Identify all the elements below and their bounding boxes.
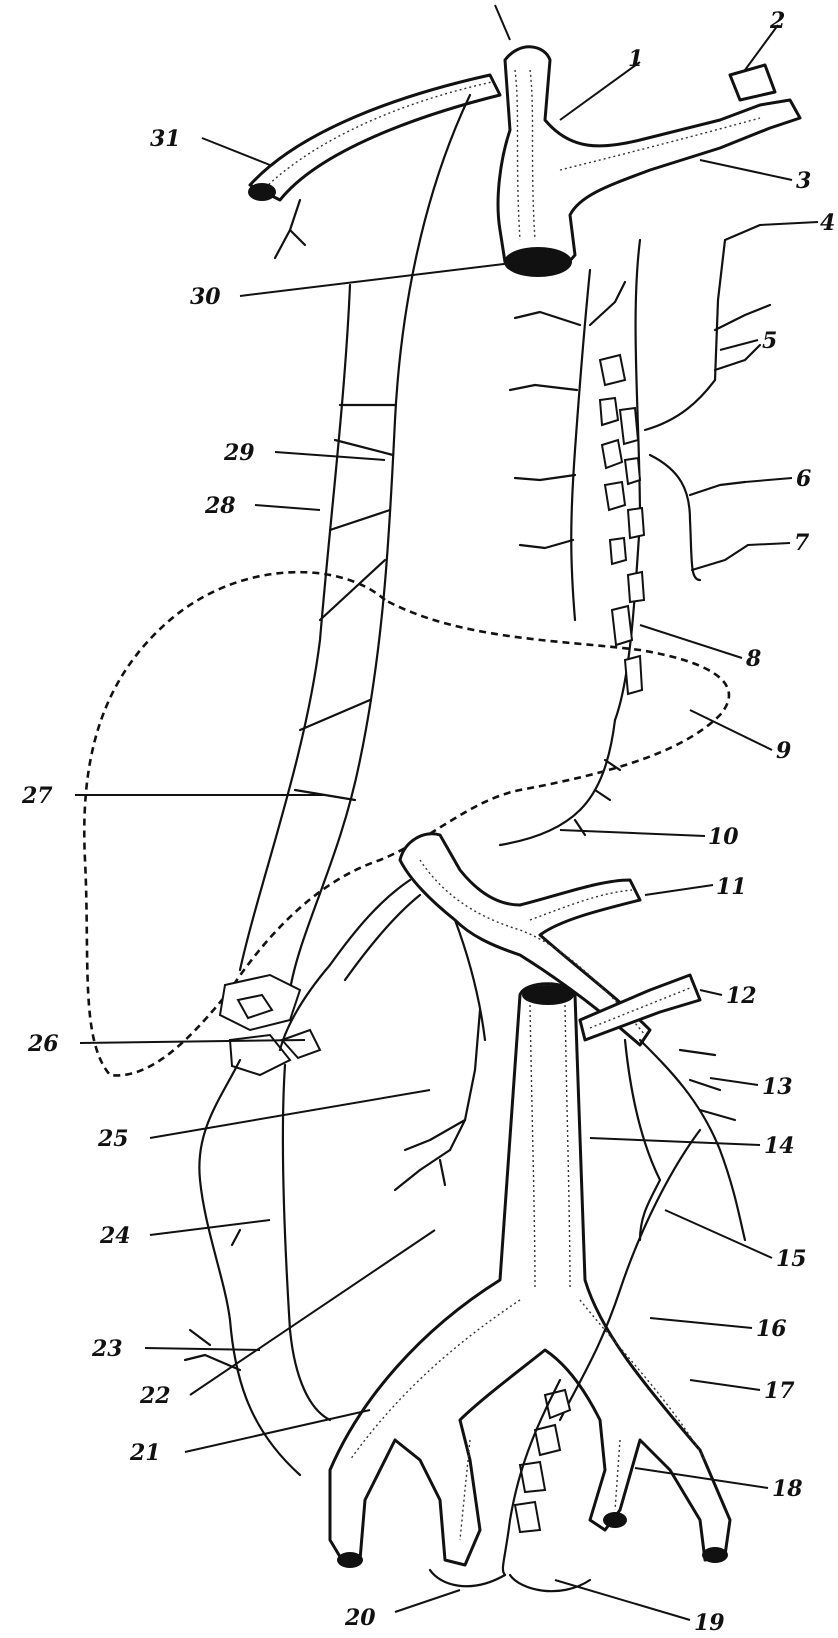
label-3: 3 — [796, 168, 811, 194]
renal-vein — [578, 973, 702, 1042]
label-25: 25 — [97, 1126, 129, 1152]
left-paravertebral-veins — [183, 93, 472, 1477]
label-10: 10 — [708, 824, 739, 850]
label-26: 26 — [27, 1031, 59, 1057]
label-9: 9 — [776, 738, 791, 764]
label-11: 11 — [716, 874, 747, 900]
label-20: 20 — [344, 1605, 376, 1631]
label-12: 12 — [726, 983, 757, 1009]
label-7: 7 — [794, 530, 810, 556]
label-2: 2 — [769, 8, 785, 34]
label-1: 1 — [628, 46, 643, 72]
right-brachiocephalic-vein — [728, 63, 777, 102]
right-lumbar-veins — [428, 1038, 747, 1593]
leader-lines — [75, 4, 819, 1621]
label-17: 17 — [764, 1378, 795, 1404]
inferior-vena-cava — [328, 982, 732, 1568]
liver-outline — [83, 570, 731, 1077]
label-22: 22 — [139, 1383, 171, 1409]
label-13: 13 — [762, 1074, 793, 1100]
label-8: 8 — [745, 646, 761, 672]
label-21: 21 — [129, 1440, 161, 1466]
left-brachiocephalic-vein — [248, 73, 502, 202]
label-14: 14 — [764, 1133, 795, 1159]
superior-vena-cava — [496, 45, 802, 277]
label-23: 23 — [91, 1336, 123, 1362]
label-31: 31 — [150, 126, 181, 152]
label-15: 15 — [776, 1246, 807, 1272]
number-labels: 1 2 3 4 5 6 7 8 9 10 11 12 13 14 15 16 1… — [21, 8, 835, 1636]
label-4: 4 — [820, 210, 835, 236]
label-30: 30 — [190, 284, 221, 310]
label-29: 29 — [223, 440, 255, 466]
label-6: 6 — [796, 466, 811, 492]
label-27: 27 — [21, 783, 53, 809]
esophageal-venous-plexus — [498, 223, 772, 847]
label-5: 5 — [762, 328, 777, 354]
label-24: 24 — [99, 1223, 131, 1249]
label-16: 16 — [756, 1316, 787, 1342]
label-28: 28 — [204, 493, 236, 519]
label-19: 19 — [694, 1610, 725, 1636]
label-18: 18 — [772, 1476, 803, 1502]
portal-vein — [278, 832, 652, 1192]
